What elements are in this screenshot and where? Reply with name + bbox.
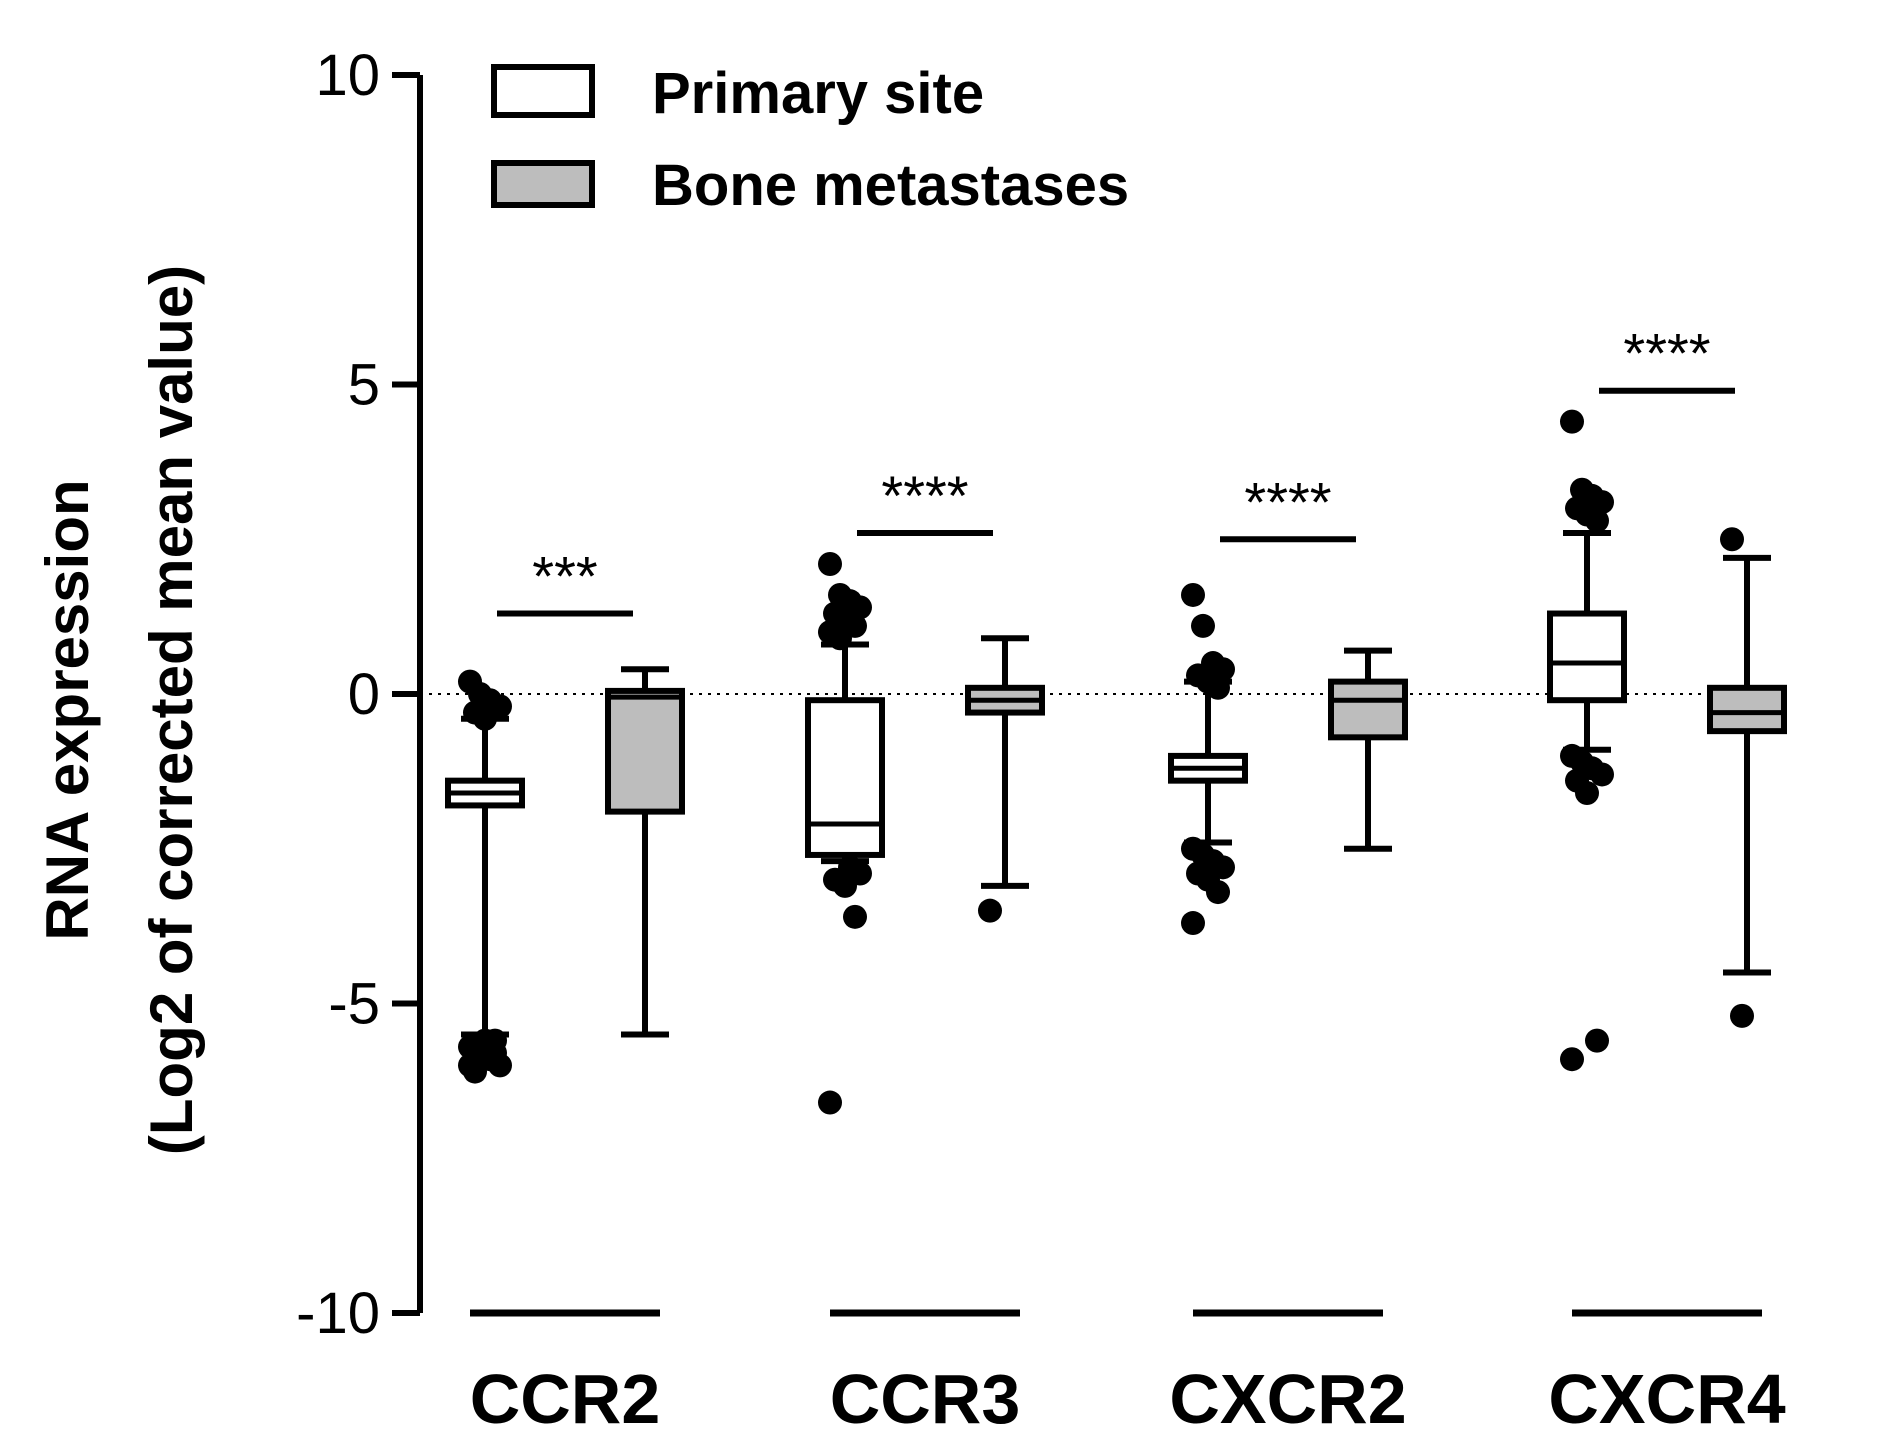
outlier-point	[1575, 781, 1599, 806]
y-tick-label: 5	[348, 353, 380, 418]
y-axis-label-line2: (Log2 of corrected mean value)	[138, 265, 205, 1155]
significance-annotation: ****	[1599, 322, 1735, 394]
outlier-point	[818, 1090, 842, 1115]
box-primary-site	[1168, 582, 1248, 936]
x-category-label: CXCR2	[1169, 1360, 1406, 1438]
x-category-label: CCR3	[830, 1360, 1021, 1438]
plot-area: ***************	[445, 322, 1787, 1115]
box-bone-metastases	[965, 635, 1045, 923]
outlier-point	[1730, 1003, 1754, 1028]
y-tick-label: 10	[315, 43, 380, 108]
outlier-point	[1206, 675, 1230, 700]
box-iqr	[805, 697, 885, 858]
x-category-label: CXCR4	[1548, 1360, 1785, 1438]
box-primary-site	[1547, 409, 1627, 1072]
outlier-point	[978, 898, 1002, 923]
box-primary-site	[445, 669, 525, 1084]
box-bone-metastases	[1707, 527, 1787, 1028]
significance-annotation: ****	[857, 464, 993, 537]
outlier-point	[1181, 582, 1205, 607]
outlier-point	[1181, 911, 1205, 936]
outlier-point	[458, 1053, 482, 1078]
box-primary-site	[805, 552, 885, 1115]
outlier-point	[818, 552, 842, 577]
x-category-label: CCR2	[470, 1360, 661, 1438]
legend-label-bone-metastases: Bone metastases	[652, 153, 1129, 218]
significance-annotation: ****	[1220, 470, 1356, 543]
significance-label: ****	[1244, 470, 1331, 533]
outlier-point	[1590, 762, 1614, 787]
significance-label: ****	[881, 464, 968, 527]
y-tick-label: -10	[296, 1281, 380, 1346]
outlier-point	[1191, 613, 1215, 638]
legend-label-primary-site: Primary site	[652, 61, 984, 126]
outlier-point	[828, 626, 852, 651]
y-axis-label-line1: RNA expression	[34, 479, 101, 940]
significance-label: ***	[532, 545, 597, 608]
outlier-point	[1560, 409, 1584, 434]
outlier-point	[843, 904, 867, 929]
outlier-point	[1560, 1047, 1584, 1072]
y-tick-label: 0	[348, 662, 380, 727]
outlier-point	[833, 873, 857, 898]
y-axis-label: RNA expression (Log2 of corrected mean v…	[34, 265, 205, 1155]
outlier-point	[1206, 880, 1230, 905]
box-bone-metastases	[1328, 647, 1408, 852]
y-tick-label: -5	[328, 972, 380, 1037]
outlier-point	[473, 706, 497, 731]
outlier-point	[1585, 1028, 1609, 1053]
box-iqr	[1707, 684, 1787, 735]
legend-swatch-primary-site	[491, 64, 595, 118]
legend: Primary site Bone metastases	[491, 61, 1129, 218]
outlier-point	[1720, 527, 1744, 552]
outlier-point	[1585, 508, 1609, 533]
significance-annotation: ***	[497, 545, 633, 617]
box-iqr	[1328, 678, 1408, 741]
box-bone-metastases	[605, 666, 685, 1038]
box-iqr	[1547, 610, 1627, 704]
legend-swatch-bone-metastases	[491, 160, 595, 208]
significance-label: ****	[1623, 322, 1710, 385]
box-iqr	[605, 687, 685, 815]
outlier-point	[483, 1041, 507, 1066]
